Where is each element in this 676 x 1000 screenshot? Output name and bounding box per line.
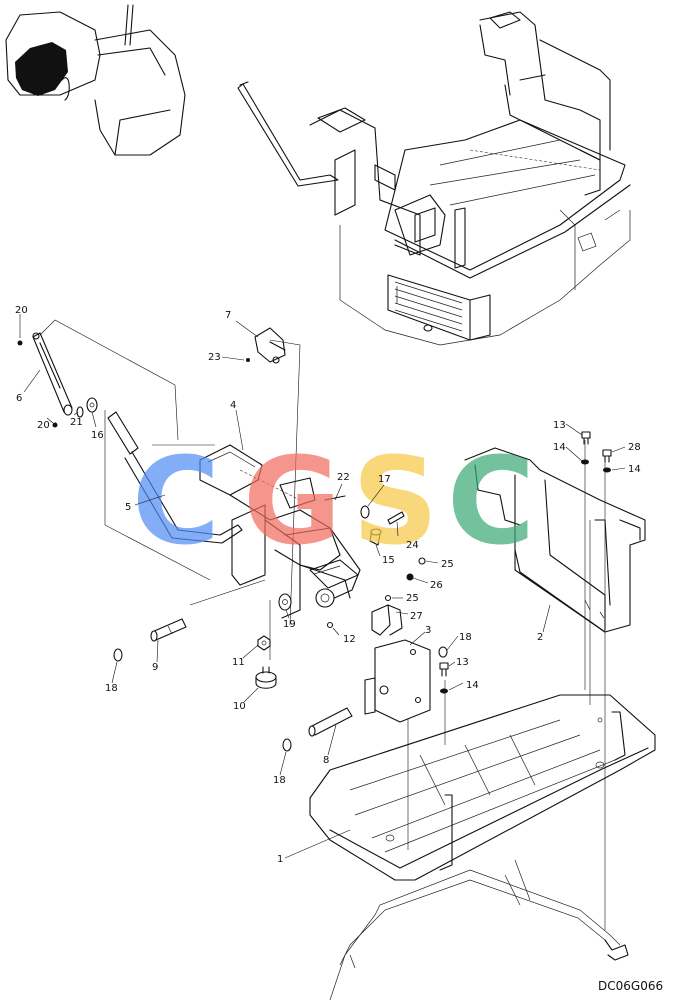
part-20-a-dot — [17, 340, 23, 346]
part-18-b-ring — [282, 738, 292, 752]
callout-15: 15 — [382, 555, 395, 566]
part-9-pin — [150, 618, 187, 642]
callout-18-c: 18 — [459, 632, 472, 643]
callout-7: 7 — [225, 310, 231, 321]
callout-21: 21 — [70, 417, 83, 428]
part-14-a-washer — [581, 459, 589, 465]
callout-3: 3 — [425, 625, 431, 636]
callout-20-b: 20 — [37, 420, 50, 431]
callout-4: 4 — [230, 400, 236, 411]
callout-14-b: 14 — [628, 464, 641, 475]
part-12-bolt — [326, 621, 334, 629]
part-14-c-washer — [440, 688, 448, 694]
part-2-box — [464, 447, 646, 633]
part-20-b-dot — [52, 422, 58, 428]
part-26-nut — [406, 573, 414, 581]
engine-grille — [387, 274, 491, 341]
part-10-stopper — [255, 666, 277, 689]
part-23-bolt — [246, 358, 250, 362]
callout-18-a: 18 — [105, 683, 118, 694]
callout-24: 24 — [406, 540, 419, 551]
callout-16: 16 — [91, 430, 104, 441]
callout-18-b: 18 — [273, 775, 286, 786]
part-28-bolt — [602, 449, 612, 463]
reference-lines — [39, 319, 606, 930]
watermark-letter-c2: C — [447, 433, 535, 572]
part-25-a-bolt — [418, 557, 426, 565]
callout-13-b: 13 — [456, 657, 469, 668]
callout-2: 2 — [537, 632, 543, 643]
part-21-washer — [76, 406, 84, 418]
callout-19: 19 — [283, 619, 296, 630]
part-7-bracket — [254, 327, 286, 364]
part-16-washer — [86, 397, 98, 413]
watermark-letter-s: S — [352, 433, 438, 572]
callout-6: 6 — [16, 393, 22, 404]
callout-20-a: 20 — [15, 305, 28, 316]
part-14-b-washer — [603, 467, 611, 473]
part-13-a-bolt — [581, 431, 591, 445]
callout-28: 28 — [628, 442, 641, 453]
callout-9: 9 — [152, 662, 158, 673]
part-22-rod — [324, 495, 346, 501]
part-27-clip — [371, 604, 403, 636]
watermark-letter-c1: C — [132, 433, 220, 572]
part-18-c-ring — [438, 646, 448, 658]
callout-22: 22 — [337, 472, 350, 483]
part-15-bushing — [369, 528, 382, 546]
callout-8: 8 — [323, 755, 329, 766]
watermark: C G S C — [132, 433, 535, 572]
callout-27: 27 — [410, 611, 423, 622]
part-5-lever — [107, 411, 243, 544]
callout-10: 10 — [233, 701, 246, 712]
part-gas-spring — [32, 332, 73, 416]
part-18-a-ring — [113, 648, 123, 662]
drawing-code: DC06G066 — [598, 979, 663, 993]
overview-console-assembly — [237, 11, 631, 346]
callout-11: 11 — [232, 657, 245, 668]
callout-26: 26 — [430, 580, 443, 591]
part-19-washer — [278, 593, 292, 611]
part-11-nut — [257, 635, 271, 651]
callout-1: 1 — [277, 854, 283, 865]
callout-labels: 20 6 20 21 16 7 23 4 5 22 17 24 15 25 26… — [15, 305, 641, 865]
callout-14-c: 14 — [466, 680, 479, 691]
callout-17: 17 — [378, 474, 391, 485]
watermark-letter-g: G — [243, 433, 342, 572]
part-1-floor-plate — [309, 694, 656, 881]
part-3-bracket — [364, 639, 431, 723]
callout-5: 5 — [125, 502, 131, 513]
part-13-b-bolt — [439, 662, 449, 677]
part-8-pin — [308, 707, 353, 737]
part-24-pin — [387, 511, 405, 525]
bottom-base-frame — [329, 859, 629, 1000]
callout-25-a: 25 — [441, 559, 454, 570]
part-4-lever-bracket — [199, 444, 361, 619]
callout-13-a: 13 — [553, 420, 566, 431]
leader-lines — [19, 314, 626, 859]
part-25-b-bolt — [384, 594, 392, 602]
part-17-washer — [360, 505, 370, 519]
callout-23: 23 — [208, 352, 221, 363]
locator-seat-thumbnail — [5, 4, 186, 156]
callout-14-a: 14 — [553, 442, 566, 453]
callout-12: 12 — [343, 634, 356, 645]
callout-25-b: 25 — [406, 593, 419, 604]
